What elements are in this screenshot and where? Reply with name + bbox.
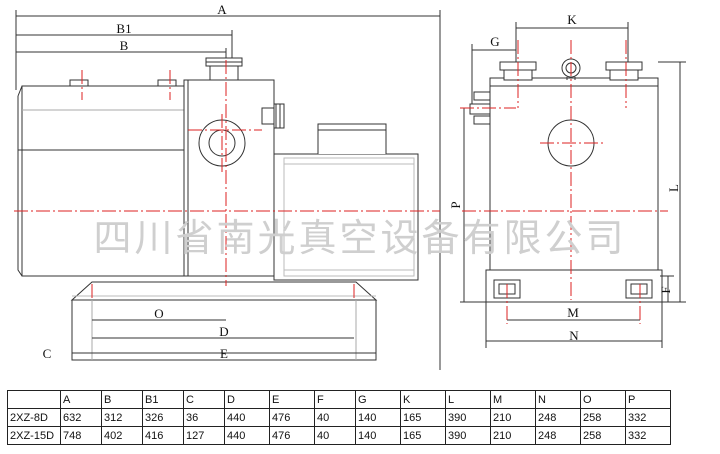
table-cell: 332 xyxy=(625,426,671,445)
label-f: F xyxy=(658,286,673,293)
base-plate xyxy=(70,281,378,301)
table-header-cell: K xyxy=(400,390,446,409)
label-b1: B1 xyxy=(116,21,131,36)
table-header-cell: L xyxy=(445,390,491,409)
table-header-cell: M xyxy=(490,390,536,409)
table-model-cell: 2XZ-8D xyxy=(7,408,61,427)
table-header-cell: F xyxy=(314,390,356,409)
label-k: K xyxy=(567,12,577,27)
table-cell: 332 xyxy=(625,408,671,427)
label-c: C xyxy=(43,346,52,361)
table-row: 2XZ-15D 748 402 416 127 440 476 40 140 1… xyxy=(7,426,671,445)
table-cell: 165 xyxy=(400,408,446,427)
side-body xyxy=(489,77,659,281)
table-header-cell: D xyxy=(224,390,270,409)
table-cell: 402 xyxy=(101,426,143,445)
table-header-row: A B B1 C D E F G K L M N O P xyxy=(7,390,671,409)
table-cell: 140 xyxy=(355,408,401,427)
table-cell: 127 xyxy=(183,426,225,445)
label-a: A xyxy=(217,2,227,17)
table-cell: 440 xyxy=(224,426,270,445)
table-cell: 248 xyxy=(535,426,581,445)
table-header-cell: E xyxy=(269,390,315,409)
table-header-cell: B1 xyxy=(142,390,184,409)
table-header-cell xyxy=(7,390,61,409)
table-header-cell: P xyxy=(625,390,671,409)
side-view xyxy=(460,22,686,348)
table-cell: 165 xyxy=(400,426,446,445)
motor-body xyxy=(273,153,419,281)
table-cell: 476 xyxy=(269,426,315,445)
table-cell: 210 xyxy=(490,408,536,427)
table-cell: 40 xyxy=(314,426,356,445)
table-model-cell: 2XZ-15D xyxy=(7,426,61,445)
table-cell: 440 xyxy=(224,408,270,427)
table-cell: 140 xyxy=(355,426,401,445)
label-m: M xyxy=(567,305,579,320)
table-cell: 390 xyxy=(445,408,491,427)
table-header-cell: C xyxy=(183,390,225,409)
table-header-cell: N xyxy=(535,390,581,409)
label-o: O xyxy=(154,306,163,321)
table-cell: 40 xyxy=(314,408,356,427)
table-row: 2XZ-8D 632 312 326 36 440 476 40 140 165… xyxy=(7,408,671,427)
table-cell: 258 xyxy=(580,408,626,427)
label-g: G xyxy=(490,34,499,49)
front-view xyxy=(15,10,441,370)
label-l: L xyxy=(666,184,681,192)
label-e: E xyxy=(220,346,228,361)
label-b: B xyxy=(120,38,129,53)
table-cell: 416 xyxy=(142,426,184,445)
table-cell: 632 xyxy=(60,408,102,427)
table-cell: 210 xyxy=(490,426,536,445)
dimension-table: A B B1 C D E F G K L M N O P 2XZ-8D 632 … xyxy=(7,390,671,445)
table-cell: 312 xyxy=(101,408,143,427)
table-header-cell: A xyxy=(60,390,102,409)
table-cell: 248 xyxy=(535,408,581,427)
table-cell: 476 xyxy=(269,408,315,427)
label-d: D xyxy=(219,324,228,339)
watermark: 四川省南光真空设备有限公司 xyxy=(93,216,626,260)
table-cell: 748 xyxy=(60,426,102,445)
table-cell: 390 xyxy=(445,426,491,445)
label-n: N xyxy=(569,328,579,343)
label-p: P xyxy=(448,201,463,208)
table-cell: 36 xyxy=(183,408,225,427)
table-cell: 258 xyxy=(580,426,626,445)
table-cell: 326 xyxy=(142,408,184,427)
pump-block xyxy=(183,79,275,277)
table-header-cell: G xyxy=(355,390,401,409)
table-header-cell: B xyxy=(101,390,143,409)
table-header-cell: O xyxy=(580,390,626,409)
